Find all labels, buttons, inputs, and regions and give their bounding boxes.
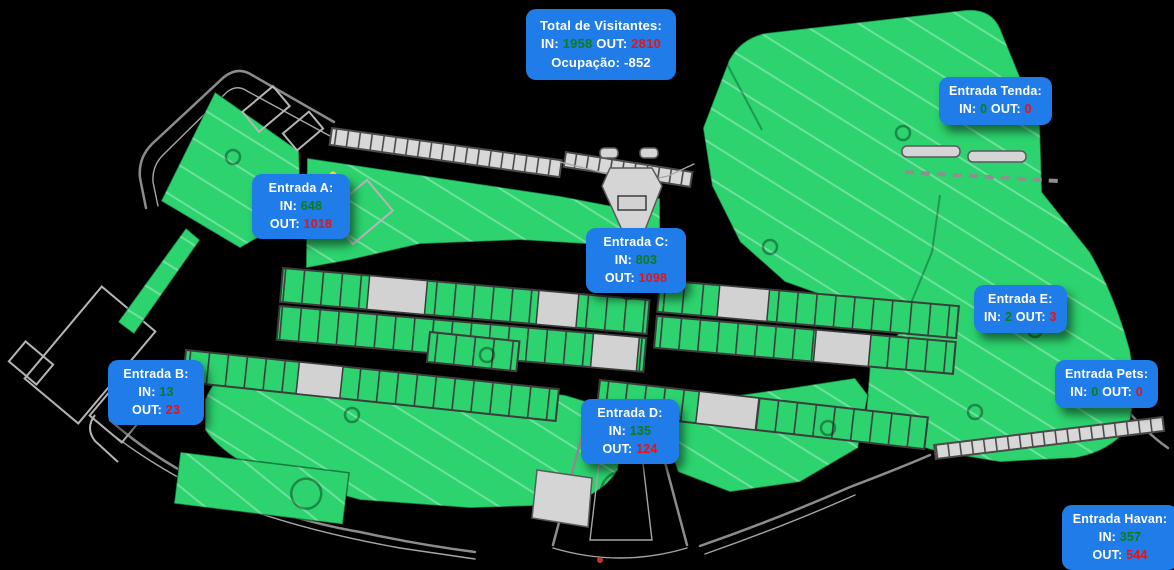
entrance-c-structure (599, 145, 1059, 231)
out-label: OUT: (604, 270, 635, 285)
badge-title: Total de Visitantes: (540, 18, 662, 33)
in-value: 2 (1004, 309, 1013, 324)
out-label: OUT: (1092, 547, 1123, 562)
badge-title: Entrada C: (603, 235, 669, 249)
in-value: 0 (1091, 384, 1099, 399)
entrada-pets-badge: Entrada Pets: IN: 0 OUT: 0 (1055, 360, 1159, 408)
out-value: 23 (165, 402, 180, 417)
out-value: 3 (1049, 309, 1057, 324)
out-value: 124 (636, 441, 658, 456)
in-value: 648 (300, 198, 323, 213)
in-label: IN: (608, 423, 627, 438)
walkway-bottom-right (933, 415, 1166, 461)
stall-band-upper-right (652, 278, 960, 375)
stall-band-lower-right (595, 378, 929, 451)
gray-pad (531, 469, 593, 528)
entrada-a-badge: Entrada A: IN: 648 OUT: 1018 (252, 174, 350, 240)
out-value: 544 (1126, 547, 1148, 562)
in-label: IN: (959, 101, 977, 116)
badge-title: Entrada A: (268, 181, 334, 195)
badge-title: Entrada Tenda: (949, 84, 1042, 98)
in-value: 0 (980, 101, 988, 116)
out-value: 1098 (638, 270, 668, 285)
badge-title: Entrada Pets: (1065, 367, 1149, 381)
out-label: OUT: (596, 36, 628, 52)
in-value: 357 (1119, 529, 1142, 544)
out-label: OUT: (990, 101, 1021, 116)
stall-cluster-center (425, 330, 521, 373)
badge-title: Entrada D: (597, 406, 663, 420)
in-value: 803 (635, 252, 658, 267)
badge-title: Entrada E: (988, 292, 1053, 306)
out-label: OUT: (602, 441, 633, 456)
total-visitors-badge: Total de Visitantes: IN: 1958 OUT: 2810 … (526, 9, 676, 81)
out-label: OUT: (132, 402, 162, 417)
in-value: 13 (159, 384, 174, 399)
area-left-strip (116, 226, 202, 336)
in-label: IN: (1070, 384, 1088, 399)
out-label: OUT: (1015, 309, 1046, 324)
in-label: IN: (138, 384, 156, 399)
in-label: IN: (541, 36, 559, 52)
in-label: IN: (1098, 529, 1117, 544)
in-value: 135 (629, 423, 652, 438)
occupancy-text: Ocupação: -852 (551, 54, 651, 70)
badge-title: Entrada B: (123, 367, 189, 381)
out-value: 2810 (631, 36, 661, 52)
out-value: 0 (1135, 384, 1143, 399)
entrada-e-badge: Entrada E: IN: 2 OUT: 3 (974, 285, 1067, 333)
entrada-d-badge: Entrada D: IN: 135 OUT: 124 (581, 399, 679, 465)
entrada-havan-badge: Entrada Havan: IN: 357 OUT: 544 (1062, 505, 1174, 570)
badge-title: Entrada Havan: (1072, 512, 1168, 526)
out-label: OUT: (1102, 384, 1133, 399)
bottom-left-block (173, 451, 350, 526)
in-label: IN: (279, 198, 298, 213)
entrada-tenda-badge: Entrada Tenda: IN: 0 OUT: 0 (939, 77, 1052, 125)
out-value: 1018 (303, 216, 333, 231)
entrada-b-badge: Entrada B: IN: 13 OUT: 23 (108, 360, 204, 426)
in-label: IN: (614, 252, 633, 267)
entrada-c-badge: Entrada C: IN: 803 OUT: 1098 (586, 228, 686, 294)
in-value: 1958 (562, 36, 593, 52)
in-label: IN: (984, 309, 1002, 324)
out-value: 0 (1024, 101, 1032, 116)
out-label: OUT: (269, 216, 300, 231)
